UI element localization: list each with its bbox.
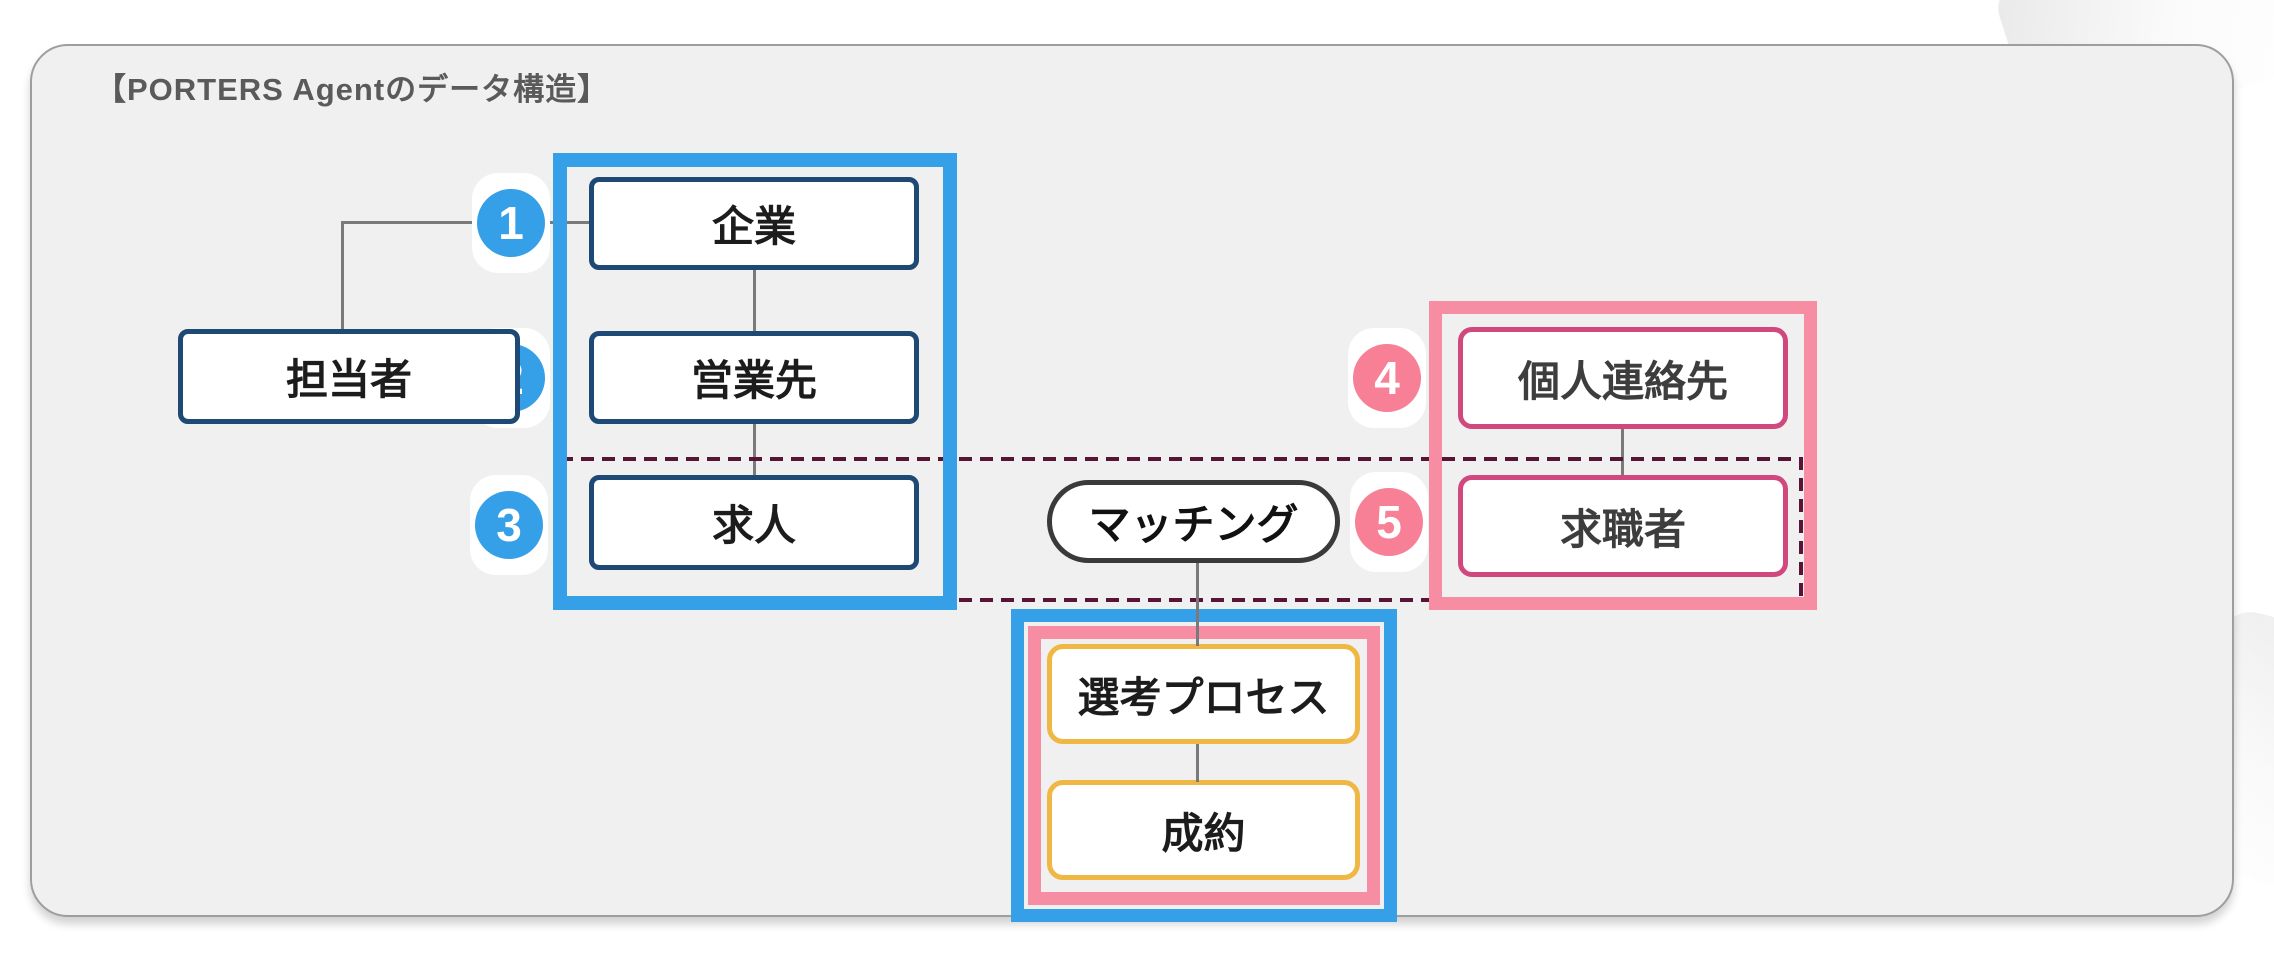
node-placement: 成約 — [1047, 780, 1360, 880]
badge-4-number: 4 — [1353, 344, 1421, 412]
dashed-relation-line-top — [560, 457, 1803, 461]
dashed-relation-line-bottom — [560, 598, 1803, 602]
connector-saleslead-to-job — [753, 424, 756, 477]
process-group-frame-blue — [1011, 609, 1397, 922]
matching-pill: マッチング — [1047, 480, 1340, 563]
node-personal-contact: 個人連絡先 — [1458, 327, 1788, 429]
node-candidate: 求職者 — [1458, 475, 1788, 577]
connector-company-to-saleslead — [753, 270, 756, 333]
company-group-frame — [553, 153, 957, 610]
connector-matching-to-selection — [1196, 563, 1199, 646]
badge-4: 4 — [1348, 328, 1426, 428]
connector-manager-to-company — [341, 221, 589, 224]
node-job: 求人 — [589, 475, 919, 570]
connector-selection-to-placement — [1196, 744, 1199, 782]
node-manager: 担当者 — [178, 329, 520, 424]
badge-1: 1 — [472, 173, 550, 273]
process-group-frame-pink — [1028, 626, 1380, 905]
node-sales-lead: 営業先 — [589, 331, 919, 424]
candidate-group-frame — [1429, 301, 1817, 610]
diagram-title: 【PORTERS Agentのデータ構造】 — [95, 72, 610, 107]
node-selection-process: 選考プロセス — [1047, 644, 1360, 744]
badge-3: 3 — [470, 475, 548, 575]
badge-5: 5 — [1350, 472, 1428, 572]
badge-3-number: 3 — [475, 491, 543, 559]
connector-manager-vertical — [341, 221, 344, 331]
badge-5-number: 5 — [1355, 488, 1423, 556]
badge-1-number: 1 — [477, 189, 545, 257]
dashed-relation-line-right — [1799, 457, 1803, 602]
connector-contact-to-candidate — [1621, 429, 1624, 477]
node-company: 企業 — [589, 177, 919, 270]
